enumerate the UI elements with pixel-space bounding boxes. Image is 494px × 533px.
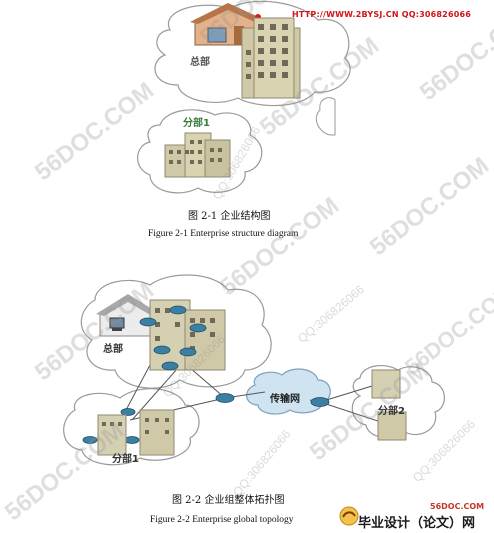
fig2-branch1-label: 分部1 (112, 454, 139, 465)
router-icon (161, 361, 179, 371)
router-icon (179, 347, 197, 357)
branch1-building-icon (97, 409, 175, 456)
figure-2-diagram (63, 274, 445, 466)
router-icon (215, 393, 235, 403)
figure1-caption-en: Figure 2-1 Enterprise structure diagram (148, 229, 299, 239)
router-icon (120, 408, 136, 416)
fig2-branch2-label: 分部2 (378, 406, 405, 417)
fig2-network-label: 传输网 (270, 394, 300, 405)
brand-logo-icon (339, 506, 359, 526)
router-icon (189, 323, 207, 333)
router-icon (82, 436, 98, 444)
figure1-caption-cn: 图 2-1 企业结构图 (188, 211, 271, 222)
figure-1-diagram (137, 0, 351, 194)
figure2-caption-en: Figure 2-2 Enterprise global topology (150, 515, 294, 525)
router-icon (169, 305, 187, 315)
figure2-caption-cn: 图 2-2 企业组整体拓扑图 (172, 495, 285, 506)
branch-building-icon (164, 132, 231, 178)
router-icon (153, 345, 171, 355)
house-icon (96, 294, 160, 337)
router-icon (139, 317, 157, 327)
header-watermark-url: HTTP://WWW.2BYSJ.CN QQ:306826066 (292, 10, 472, 19)
partial-cloud (315, 97, 336, 136)
hq-building-icon (241, 17, 301, 99)
fig2-hq-label: 总部 (103, 344, 123, 355)
branch2-building-icon (371, 369, 407, 441)
brand-url: 56DOC.COM (430, 502, 485, 511)
fig1-branch-label: 分部1 (183, 118, 210, 129)
router-icon (310, 397, 330, 407)
brand-text: 毕业设计（论文）网 (358, 516, 476, 531)
fig1-hq-label: 总部 (190, 57, 210, 68)
